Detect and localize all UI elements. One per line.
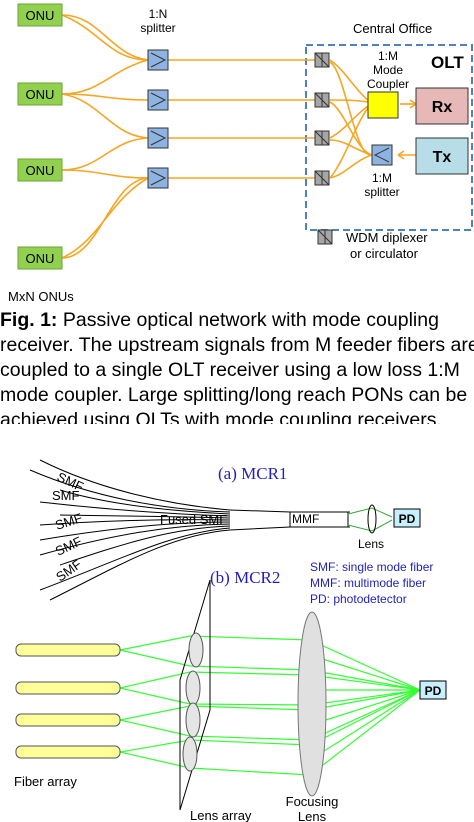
lens-array-label: Lens array: [190, 808, 252, 822]
smf-label: SMF: [52, 488, 80, 503]
rx-box: [415, 87, 469, 125]
wdm-legend-line2: or circulator: [350, 246, 419, 261]
caption-label: Fig. 1:: [0, 309, 58, 331]
onu-box: [17, 158, 63, 182]
pd-box: [419, 680, 447, 700]
onu-label: ONU: [26, 8, 55, 23]
fiber-array-label: Fiber array: [14, 774, 77, 789]
beam-rays: [119, 635, 421, 776]
splitter-icon: [147, 167, 169, 189]
legend-smf: SMF: single mode fiber: [310, 560, 433, 574]
focusing-lens-label-line1: Focusing: [286, 794, 339, 809]
onu-box: [17, 82, 63, 106]
coupler-label-line1: 1:M: [378, 49, 398, 63]
caption-line-2: receiver. The upstream signals from M fe…: [0, 334, 474, 356]
mcr2-title: (b) MCR2: [210, 568, 280, 587]
wdm-icon: [314, 92, 330, 108]
pd-label: PD: [399, 512, 416, 526]
caption-text-1: Passive optical network with mode coupli…: [57, 309, 439, 331]
tx-label: Tx: [433, 149, 452, 166]
fiber: [15, 713, 121, 727]
smf-label: SMF: [53, 510, 84, 533]
onu-list: ONU ONU ONU ONU: [17, 3, 63, 270]
lens-element: [188, 632, 204, 668]
olt-splitter-label-line1: 1:M: [372, 171, 392, 185]
onu-label: ONU: [26, 163, 55, 178]
mcr2-diagram: (b) MCR2 SMF: single mode fiber MMF: mul…: [14, 560, 447, 822]
legend-pd: PD: photodetector: [310, 592, 407, 606]
lens-array: [179, 579, 211, 811]
pd-label: PD: [425, 684, 442, 698]
onu-fibers: [61, 14, 417, 259]
mcr1-fibers: [29, 459, 393, 601]
splitter-list: 1:N splitter: [140, 7, 176, 189]
central-office-label: Central Office: [353, 21, 432, 36]
coupler-label-line3: Coupler: [367, 77, 409, 91]
splitter-icon: [147, 89, 169, 111]
onu-label: ONU: [26, 87, 55, 102]
splitter-label-line1: 1:N: [149, 7, 168, 21]
wdm-legend-line1: WDM diplexer: [346, 230, 428, 245]
fiber: [15, 643, 121, 657]
splitter-icon: [147, 127, 169, 149]
caption-line-4: mode coupler. Large splitting/long reach…: [0, 384, 468, 406]
caption-line-1: Fig. 1: Passive optical network with mod…: [0, 308, 474, 333]
mcr1-title: (a) MCR1: [218, 464, 287, 483]
lens-element: [185, 702, 201, 738]
coupler-label-line2: Mode: [373, 63, 403, 77]
focusing-lens-label-line2: Lens: [298, 809, 327, 822]
splitter-icon: [147, 49, 169, 71]
wdm-icon: [314, 52, 330, 68]
caption-line-5: achieved using OLTs with mode coupling r…: [0, 409, 442, 424]
pon-diagram: Central Office OLT: [8, 3, 473, 304]
caption-line-3: coupled to a single OLT receiver using a…: [0, 359, 460, 381]
tx-box: [415, 137, 469, 175]
mcr1-diagram: (a) MCR1 SMF SMF SMF SMF: [29, 459, 421, 601]
splitter-label-line2: splitter: [140, 21, 175, 35]
mmf-label: MMF: [292, 512, 319, 526]
mode-coupler: [367, 91, 399, 119]
legend-mmf: MMF: multimode fiber: [310, 576, 426, 590]
focusing-lens: [297, 611, 327, 797]
olt-label: OLT: [431, 53, 464, 72]
wdm-icon: [314, 130, 330, 146]
onu-label: ONU: [26, 251, 55, 266]
smf-label: SMF: [53, 556, 84, 584]
fused-smf-label: Fused SMF: [160, 512, 227, 527]
olt-splitter-label-line2: splitter: [364, 185, 399, 199]
fiber: [15, 681, 121, 695]
lens-element: [182, 736, 198, 772]
pd-box: [393, 508, 421, 528]
fiber: [15, 745, 121, 759]
wdm-icon: [314, 170, 330, 186]
mxn-label: MxN ONUs: [8, 289, 74, 304]
onu-box: [17, 3, 63, 27]
figure-caption: Fig. 1: Passive optical network with mod…: [0, 308, 474, 424]
wdm-list: [314, 52, 330, 186]
lens-label: Lens: [358, 537, 384, 551]
onu-box: [17, 246, 63, 270]
fiber-array: [15, 643, 121, 759]
olt-splitter-icon: [371, 144, 393, 166]
lens-element: [185, 670, 201, 706]
rx-label: Rx: [432, 99, 453, 116]
wdm-legend-icon: [317, 229, 333, 245]
